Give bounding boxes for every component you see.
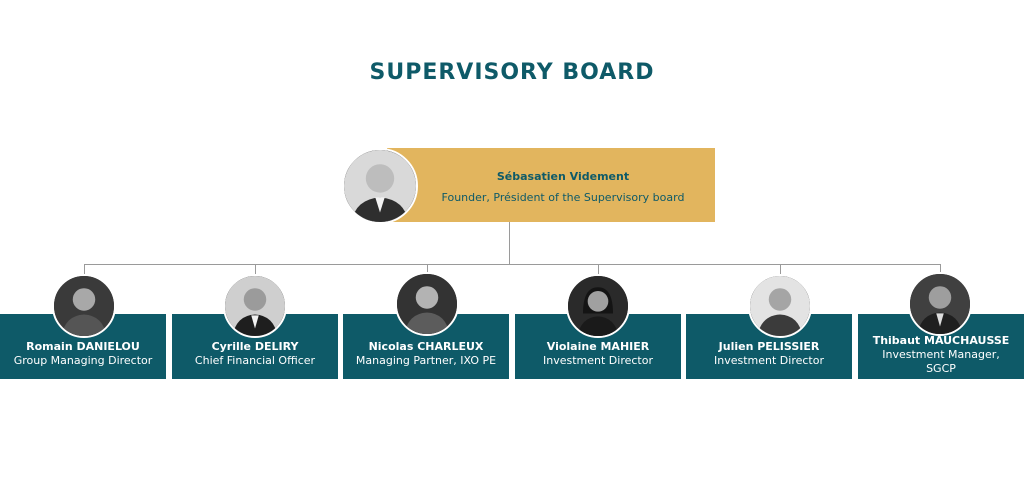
connector-drop-5 [780, 264, 781, 276]
connector-drop-4 [598, 264, 599, 276]
member-photo-6 [908, 272, 972, 336]
connector-drop-3 [427, 264, 428, 276]
member-name: Cyrille DELIRY [211, 340, 299, 353]
member-name: Julien PELISSIER [718, 340, 820, 353]
member-name: Thibaut MAUCHAUSSE [872, 334, 1010, 347]
member-name: Violaine MAHIER [546, 340, 650, 353]
member-role: Investment Director [543, 354, 653, 367]
member-role: Investment Manager, [882, 348, 1000, 361]
member-photo-5 [748, 274, 812, 338]
member-photo-2 [223, 274, 287, 338]
member-name: Nicolas CHARLEUX [368, 340, 484, 353]
connector-horizontal [84, 264, 941, 265]
connector-drop-6 [940, 264, 941, 276]
member-role: Chief Financial Officer [194, 354, 316, 367]
page-title: SUPERVISORY BOARD [369, 60, 655, 85]
connector-drop-1 [84, 264, 85, 276]
president-photo [342, 148, 418, 224]
member-role: Investment Director [714, 354, 824, 367]
member-name: Romain DANIELOU [26, 340, 140, 353]
member-photo-1 [52, 274, 116, 338]
president-role: Founder, Président of the Supervisory bo… [441, 191, 685, 204]
member-photo-3 [395, 272, 459, 336]
member-role-line2: SGCP [926, 362, 956, 375]
president-card: Sébasatien Videment Founder, Président o… [387, 148, 715, 222]
president-name: Sébasatien Videment [496, 170, 630, 183]
connector-vertical-top [509, 222, 510, 264]
member-photo-4 [566, 274, 630, 338]
member-role: Managing Partner, IXO PE [355, 354, 497, 367]
connector-drop-2 [255, 264, 256, 276]
member-role: Group Managing Director [13, 354, 153, 367]
